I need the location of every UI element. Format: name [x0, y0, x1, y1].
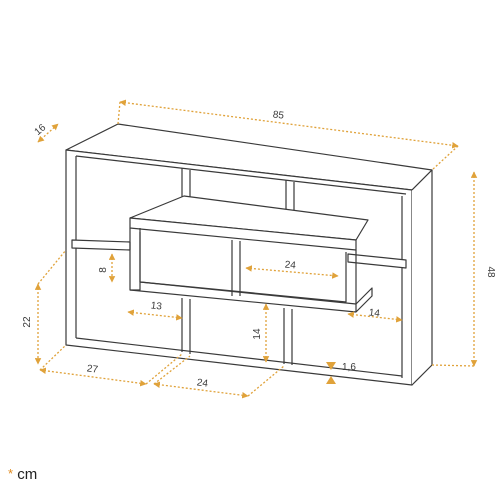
dim-inner-depth-right-label: 14: [368, 307, 381, 319]
dim-lower-height-label: 22: [22, 316, 33, 328]
dimension-lines: [34, 99, 478, 399]
dim-height-label: 48: [485, 266, 496, 278]
dim-depth-label: 16: [33, 122, 49, 138]
unit-text: cm: [17, 466, 38, 483]
dim-inner-depth-left-label: 13: [150, 300, 163, 312]
unit-marker: *: [8, 466, 14, 481]
dim-small-height-label: 8: [98, 267, 109, 273]
dim-inner-width-label: 24: [284, 260, 296, 272]
shelf-outline: [65, 123, 433, 386]
dim-compartment-height-label: 14: [252, 328, 263, 340]
dim-middle-width-label: 24: [196, 377, 209, 390]
dim-left-width-label: 27: [86, 363, 99, 376]
unit-note: * cm: [8, 466, 37, 483]
dim-width-label: 85: [272, 109, 285, 121]
thickness-indicator: [326, 362, 336, 384]
dim-panel-thickness-label: 1,6: [342, 362, 356, 373]
